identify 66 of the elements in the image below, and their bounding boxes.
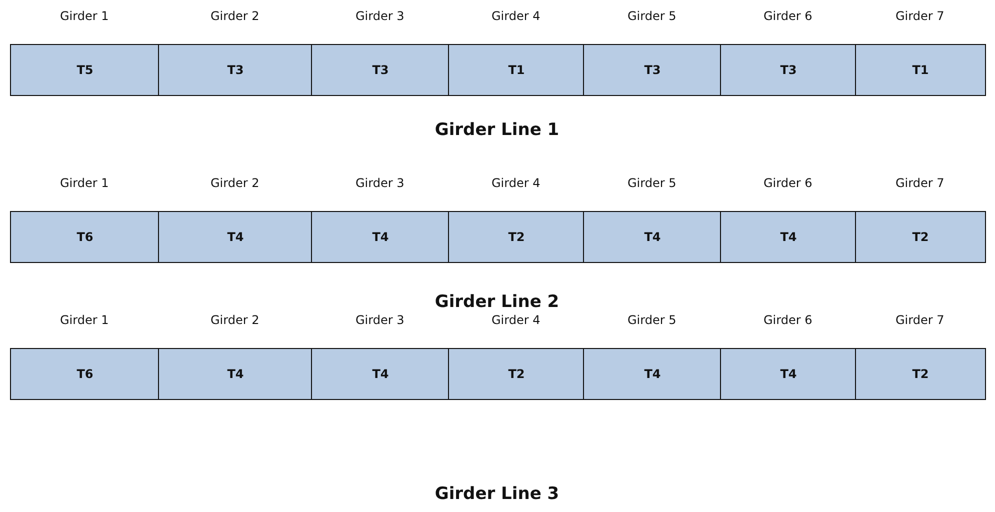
- box-label: T1: [912, 63, 929, 77]
- girder-box: [10, 348, 160, 400]
- girder-label: Girder 4: [492, 313, 540, 327]
- girder-box: [855, 211, 986, 263]
- girder-label: Girder 3: [356, 313, 404, 327]
- girder-box: [720, 211, 857, 263]
- girder-box: [311, 348, 450, 400]
- girder-label: Girder 6: [764, 313, 812, 327]
- girder-label: Girder 2: [210, 176, 260, 190]
- box-label: T3: [227, 63, 244, 77]
- line-title: Girder Line 2: [434, 292, 560, 312]
- girder-box: [311, 211, 450, 263]
- girder-label: Girder 1: [60, 9, 109, 23]
- line-title: Girder Line 3: [434, 484, 560, 504]
- girder-label: Girder 7: [896, 9, 944, 23]
- girder-box: [720, 348, 857, 400]
- girder-label: Girder 7: [896, 176, 944, 190]
- girder-box: [583, 211, 722, 263]
- girder-label: Girder 5: [628, 313, 676, 327]
- girder-label: Girder 7: [896, 313, 944, 327]
- box-label: T6: [76, 367, 94, 381]
- box-label: T2: [912, 367, 929, 381]
- box-label: T4: [227, 367, 244, 381]
- girder-label: Girder 5: [628, 9, 676, 23]
- girder-box: [158, 211, 313, 263]
- box-label: T4: [372, 367, 389, 381]
- box-label: T4: [780, 230, 797, 244]
- box-label: T4: [644, 367, 661, 381]
- girder-box: [10, 44, 160, 96]
- girder-box: [10, 211, 160, 263]
- girder-label: Girder 5: [628, 176, 676, 190]
- girder-label: Girder 3: [356, 176, 404, 190]
- girder-box: [158, 348, 313, 400]
- girder-box: [311, 44, 450, 96]
- girder-box: [158, 44, 313, 96]
- girder-box: [720, 44, 857, 96]
- box-label: T5: [76, 63, 94, 77]
- box-label: T2: [912, 230, 929, 244]
- box-label: T4: [227, 230, 244, 244]
- box-label: T4: [644, 230, 661, 244]
- girder-label: Girder 6: [764, 176, 812, 190]
- girder-label: Girder 1: [60, 176, 109, 190]
- girder-label: Girder 1: [60, 313, 109, 327]
- girder-label: Girder 6: [764, 9, 812, 23]
- box-label: T3: [780, 63, 797, 77]
- box-label: T3: [372, 63, 389, 77]
- box-label: T3: [644, 63, 661, 77]
- girder-label: Girder 4: [492, 176, 540, 190]
- girder-box: [448, 44, 585, 96]
- box-label: T4: [372, 230, 389, 244]
- line-title: Girder Line 1: [434, 120, 560, 140]
- box-label: T4: [780, 367, 797, 381]
- girder-label: Girder 3: [356, 9, 404, 23]
- girder-box: [448, 348, 585, 400]
- girder-label: Girder 2: [210, 9, 260, 23]
- girder-label: Girder 2: [210, 313, 260, 327]
- girder-label: Girder 4: [492, 9, 540, 23]
- girder-box: [583, 44, 722, 96]
- box-label: T2: [508, 367, 525, 381]
- box-label: T6: [76, 230, 94, 244]
- girder-box: [583, 348, 722, 400]
- girder-box: [855, 348, 986, 400]
- girder-box: [855, 44, 986, 96]
- box-label: T1: [508, 63, 525, 77]
- box-label: T2: [508, 230, 525, 244]
- girder-box: [448, 211, 585, 263]
